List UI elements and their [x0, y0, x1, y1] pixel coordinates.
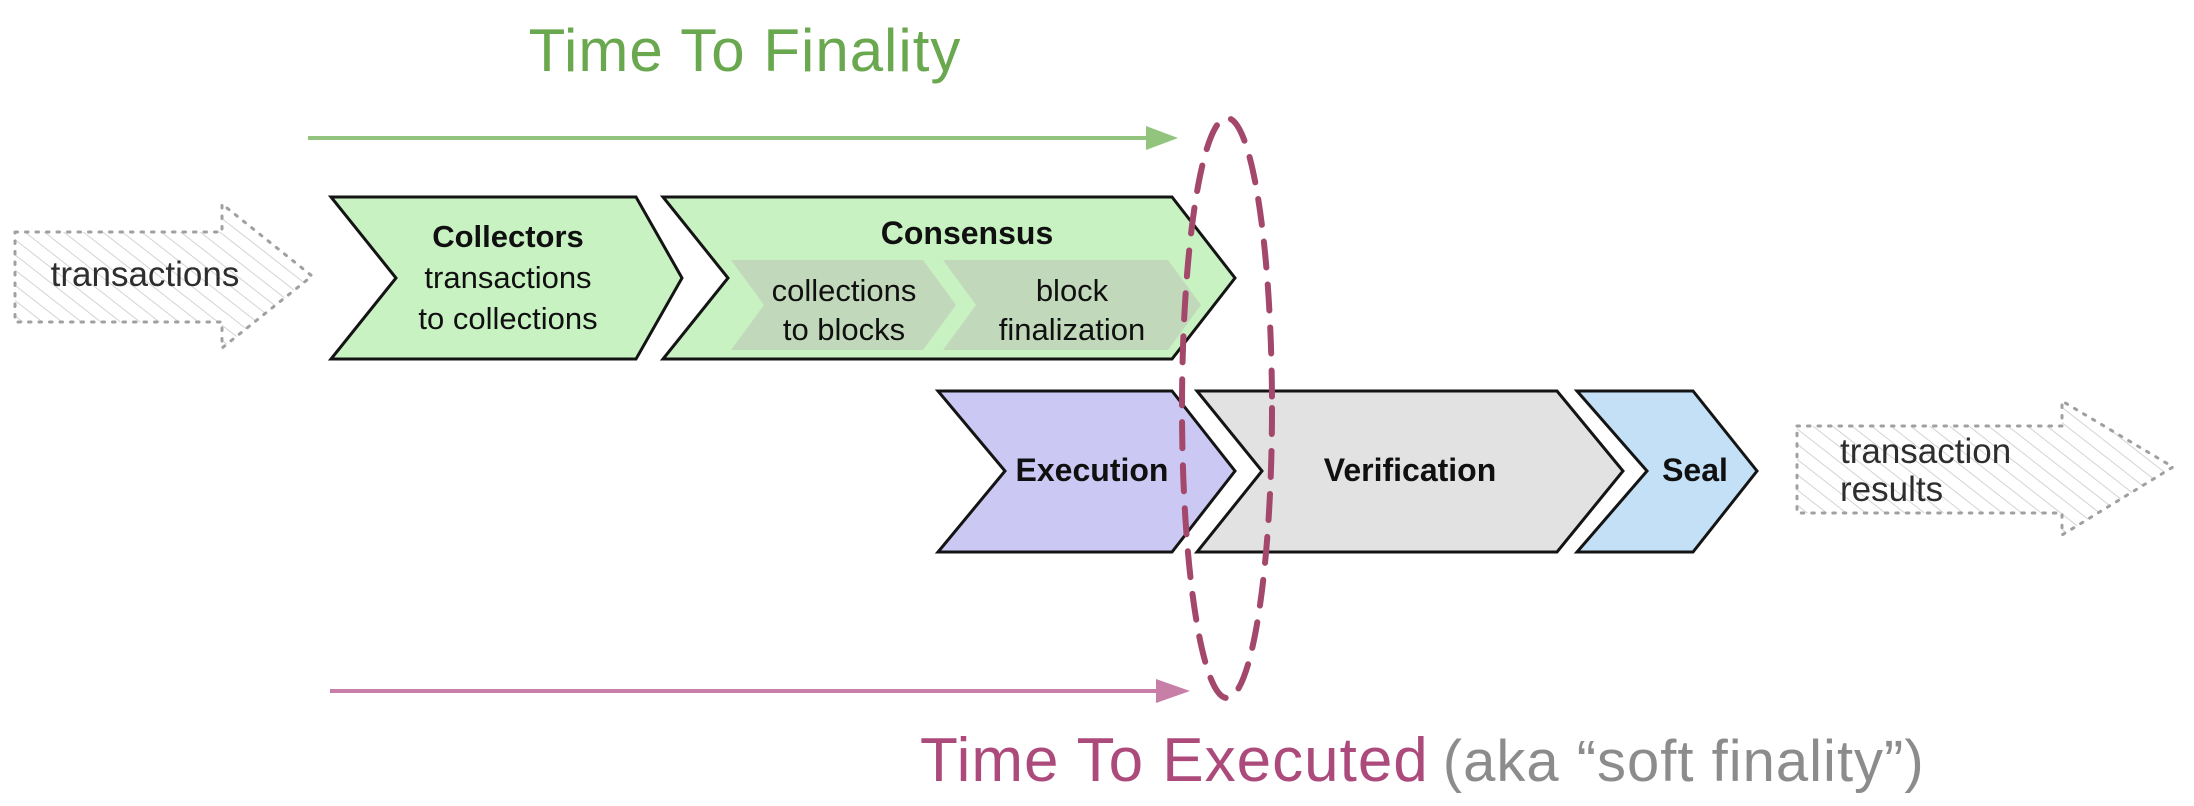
- collectors-stage-title: Collectors: [432, 219, 584, 254]
- seal-chevron: [1573, 389, 1759, 554]
- output-arrow-shape: [1795, 399, 2175, 537]
- collections-to-blocks-line1: collections: [771, 273, 917, 308]
- transaction-results-line1: transaction: [1840, 432, 2012, 471]
- time-to-executed-text: Time To Executed: [920, 726, 1429, 795]
- transaction-results-line2: results: [1840, 470, 1944, 509]
- block-finalization-subchevron: [943, 260, 1201, 350]
- collectors-stage-label: Collectors transactions to collections: [352, 216, 664, 339]
- block-finalization-label: block finalization: [972, 271, 1172, 349]
- collectors-stage-line1: transactions: [424, 260, 592, 295]
- consensus-stage-title: Consensus: [880, 215, 1054, 251]
- finality-arrow-head-icon: [1146, 126, 1178, 150]
- collections-to-blocks-subchevron: [731, 260, 956, 350]
- execution-stage-title: Execution: [1015, 452, 1169, 488]
- block-finalization-line1: block: [1035, 273, 1109, 308]
- seal-stage-title: Seal: [1662, 452, 1728, 488]
- soft-finality-suffix: (aka “soft finality”): [1442, 729, 1925, 794]
- block-finalization-line2: finalization: [998, 312, 1146, 347]
- time-to-executed-title: Time To Executed(aka “soft finality”): [920, 728, 2120, 795]
- collectors-chevron: [327, 195, 684, 361]
- input-arrow-shape: [13, 202, 314, 350]
- executed-arrow-head-icon: [1156, 679, 1190, 703]
- collections-to-blocks-line2: to blocks: [782, 312, 906, 347]
- transaction-results-label: transaction results: [1840, 433, 2100, 509]
- finality-boundary-ellipse: [1179, 115, 1275, 701]
- collectors-stage-line2: to collections: [418, 301, 598, 336]
- verification-stage-title: Verification: [1323, 452, 1497, 488]
- execution-chevron: [934, 389, 1237, 554]
- collections-to-blocks-label: collections to blocks: [748, 271, 940, 349]
- time-to-finality-title: Time To Finality: [528, 17, 962, 84]
- transactions-input-label: transactions: [50, 255, 240, 294]
- verification-chevron: [1193, 389, 1625, 554]
